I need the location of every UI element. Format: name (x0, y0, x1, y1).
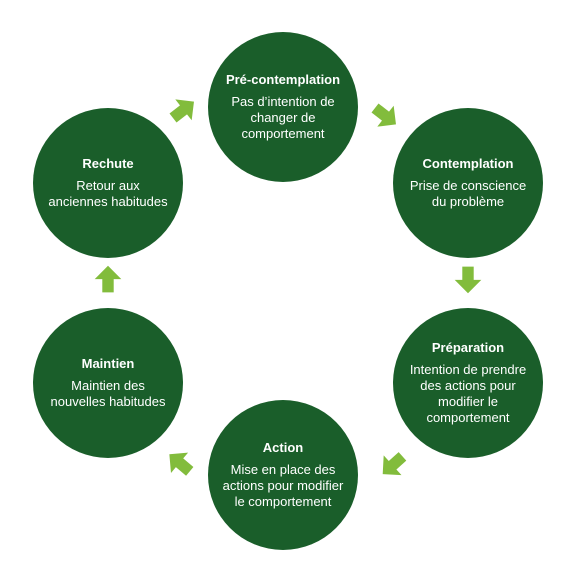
stage-title: Pré-contemplation (225, 72, 341, 87)
stage-title: Maintien (81, 356, 135, 371)
stage-description: Mise en place des actions pour modifier … (222, 462, 344, 509)
stage-title: Action (262, 440, 304, 455)
arrow-shape (454, 266, 482, 294)
stage-precontemplation: Pré-contemplation Pas d’intention de cha… (208, 32, 358, 182)
arrow-shape (169, 99, 194, 123)
arrow-shape (94, 265, 122, 293)
stage-maintien: Maintien Maintien des nouvelles habitude… (33, 308, 183, 458)
stage-title: Préparation (431, 340, 505, 355)
stage-rechute: Rechute Retour aux anciennes habitudes (33, 108, 183, 258)
stage-description: Maintien des nouvelles habitudes (50, 378, 166, 409)
stage-description: Pas d’intention de changer de comporteme… (231, 94, 335, 141)
arrow-icon (169, 99, 194, 123)
arrow-icon (382, 452, 407, 476)
stage-action: Action Mise en place des actions pour mo… (208, 400, 358, 550)
arrow-shape (382, 452, 407, 476)
stage-description: Prise de conscience du problème (409, 178, 527, 209)
arrow-icon (169, 452, 194, 476)
arrow-icon (454, 266, 482, 294)
stage-title: Contemplation (422, 156, 514, 171)
stage-description: Retour aux anciennes habitudes (48, 178, 168, 209)
arrow-icon (371, 103, 396, 127)
stage-title: Rechute (82, 156, 134, 171)
arrow-icon (94, 265, 122, 293)
stage-preparation: Préparation Intention de prendre des act… (393, 308, 543, 458)
stage-contemplation: Contemplation Prise de conscience du pro… (393, 108, 543, 258)
arrow-shape (169, 452, 194, 476)
arrow-shape (371, 103, 396, 127)
stage-description: Intention de prendre des actions pour mo… (409, 362, 527, 425)
